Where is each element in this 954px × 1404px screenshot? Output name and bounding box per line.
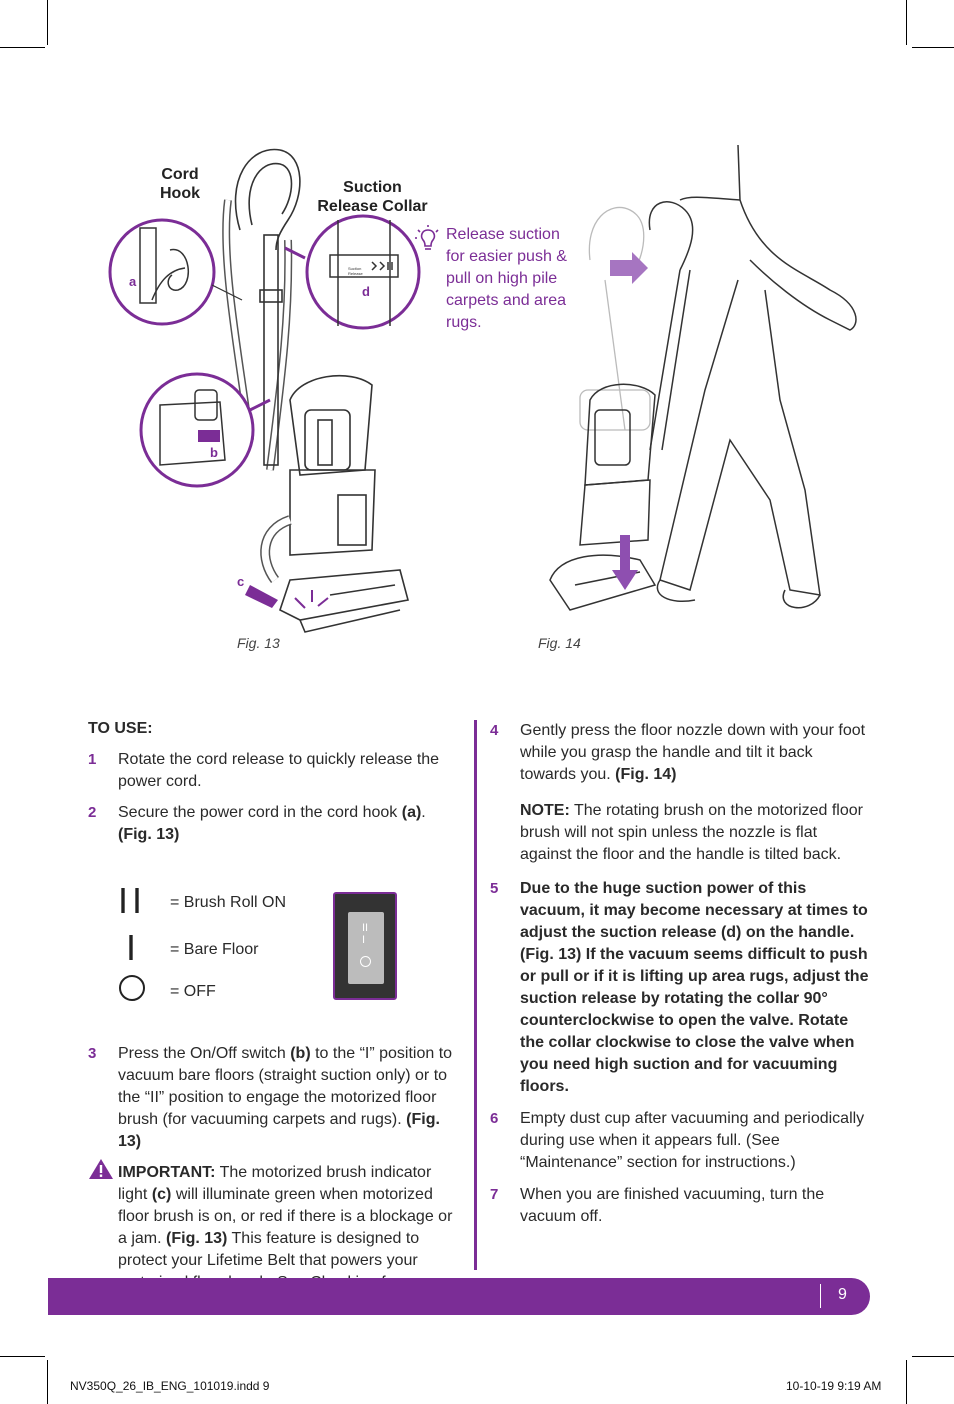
slug-timestamp: 10-10-19 9:19 AM: [786, 1379, 882, 1393]
crop-mark: [0, 1356, 45, 1357]
step-2: 2 Secure the power cord in the cord hook…: [88, 804, 426, 843]
brush-roll-symbol: II: [118, 880, 147, 921]
step-3: 3 Press the On/Off switch (b) to the “I”…: [88, 1043, 463, 1153]
important-ref: (c): [151, 1186, 172, 1203]
off-label: = OFF: [170, 983, 216, 1000]
figure-14-caption: Fig. 14: [538, 635, 581, 651]
crop-mark: [47, 0, 48, 45]
vacuum-illustration-fig13: [108, 148, 421, 633]
callout-letter-b: b: [210, 445, 218, 460]
column-divider: [474, 720, 477, 1270]
step-5: 5 Due to the huge suction power of this …: [490, 878, 870, 1098]
slug-filename: NV350Q_26_IB_ENG_101019.indd 9: [70, 1379, 270, 1393]
crop-mark: [906, 1360, 907, 1404]
collar-text: Suction Release: [348, 266, 363, 276]
cord-hook-label: Cord Hook: [160, 166, 200, 202]
right-column: 4 Gently press the floor nozzle down wit…: [490, 720, 870, 1237]
step-fig-ref: (Fig. 13): [118, 1111, 440, 1150]
crop-mark: [906, 0, 907, 45]
lightbulb-icon: [415, 225, 439, 250]
suction-tip-text: Release suction for easier push & pull o…: [446, 226, 567, 331]
step-number: 2: [88, 804, 97, 821]
bare-floor-symbol: I: [126, 927, 137, 968]
step-number: 4: [490, 722, 499, 739]
step-number: 5: [490, 880, 499, 897]
bare-floor-label: = Bare Floor: [170, 941, 259, 958]
crop-mark: [912, 1356, 954, 1357]
warning-icon: [89, 1159, 113, 1179]
figure-13-caption: Fig. 13: [237, 635, 280, 651]
crop-mark: [0, 47, 45, 48]
step-text: Rotate the cord release to quickly relea…: [118, 751, 440, 790]
note: NOTE: The rotating brush on the motorize…: [490, 800, 870, 866]
step-number: 1: [88, 751, 97, 768]
callout-letter-a: a: [129, 274, 137, 289]
step-fig-ref: (Fig. 13): [118, 826, 180, 843]
important-label: IMPORTANT:: [118, 1164, 216, 1181]
important-text: The motorized brush indicator light: [118, 1164, 432, 1203]
page-number: 9: [838, 1286, 847, 1303]
important-text: will illuminate green when motorized flo…: [118, 1186, 453, 1247]
suction-release-label: Suction Release Collar: [317, 179, 428, 215]
step-text: Secure the power cord in the cord hook: [118, 804, 398, 821]
note-label: NOTE:: [520, 802, 570, 819]
step-1: 1 Rotate the cord release to quickly rel…: [88, 749, 463, 793]
footer-separator: [820, 1284, 821, 1308]
callout-letter-c: c: [237, 574, 245, 589]
to-use-heading: TO USE:: [88, 720, 153, 737]
note-text: The rotating brush on the motorized floo…: [520, 802, 863, 863]
off-symbol-icon: [119, 975, 145, 1001]
step-text: Due to the huge suction power of this va…: [520, 880, 869, 1095]
important-fig-ref: (Fig. 13): [166, 1230, 228, 1247]
step-text: to the “I” position to vacuum bare floor…: [118, 1045, 453, 1128]
step-ref: (a): [401, 804, 422, 821]
step-text: When you are finished vacuuming, turn th…: [520, 1186, 825, 1225]
brush-roll-label: = Brush Roll ON: [170, 894, 287, 911]
left-column: TO USE: 1 Rotate the cord release to qui…: [88, 718, 463, 855]
crop-mark: [47, 1360, 48, 1404]
step-7: 7 When you are finished vacuuming, turn …: [490, 1184, 870, 1228]
step-text: Empty dust cup after vacuuming and perio…: [520, 1110, 865, 1171]
step-6: 6 Empty dust cup after vacuuming and per…: [490, 1108, 870, 1174]
step-4: 4 Gently press the floor nozzle down wit…: [490, 720, 870, 786]
step-ref: (b): [290, 1045, 311, 1062]
step-text: Press the On/Off switch: [118, 1045, 286, 1062]
crop-mark: [912, 47, 954, 48]
step-number: 7: [490, 1186, 499, 1203]
step-fig-ref: (Fig. 14): [615, 766, 677, 783]
person-tilting-vacuum-fig14: [549, 144, 857, 611]
step-text: Gently press the floor nozzle down with …: [520, 722, 866, 783]
step-number: 3: [88, 1045, 97, 1062]
callout-letter-d: d: [362, 284, 370, 299]
footer-bar: [48, 1278, 870, 1315]
step-number: 6: [490, 1110, 499, 1127]
